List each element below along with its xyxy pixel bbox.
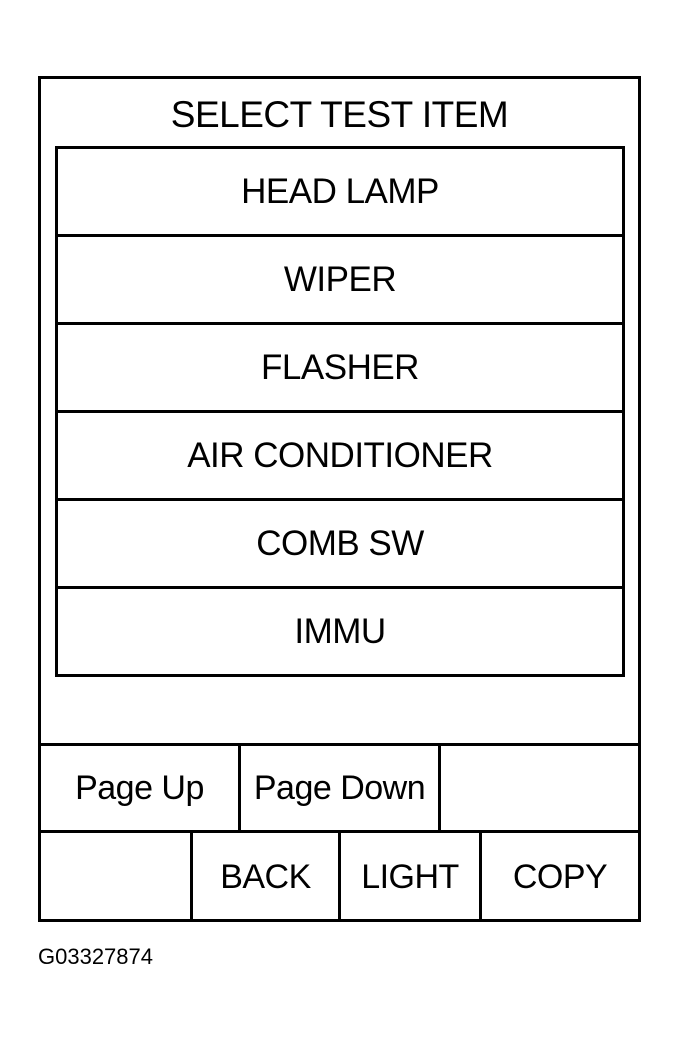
page-up-button[interactable]: Page Up [41, 746, 241, 830]
screen-title: SELECT TEST ITEM [170, 94, 509, 135]
page-down-button[interactable]: Page Down [241, 746, 441, 830]
back-button[interactable]: BACK [193, 833, 341, 922]
nav-button-row: Page Up Page Down [41, 743, 638, 830]
test-item-screen: SELECT TEST ITEM HEAD LAMP WIPER FLASHER… [38, 76, 641, 922]
figure-id: G03327874 [38, 944, 153, 969]
empty-key [41, 833, 193, 922]
function-button-row: BACK LIGHT COPY [41, 830, 638, 922]
light-button[interactable]: LIGHT [341, 833, 482, 922]
empty-key [441, 746, 638, 830]
item-comb-sw[interactable]: COMB SW [58, 501, 622, 589]
item-air-conditioner[interactable]: AIR CONDITIONER [58, 413, 622, 501]
item-wiper[interactable]: WIPER [58, 237, 622, 325]
item-immu[interactable]: IMMU [58, 589, 622, 677]
item-flasher[interactable]: FLASHER [58, 325, 622, 413]
test-item-list: HEAD LAMP WIPER FLASHER AIR CONDITIONER … [55, 146, 625, 677]
copy-button[interactable]: COPY [512, 858, 608, 896]
item-head-lamp[interactable]: HEAD LAMP [58, 149, 622, 237]
